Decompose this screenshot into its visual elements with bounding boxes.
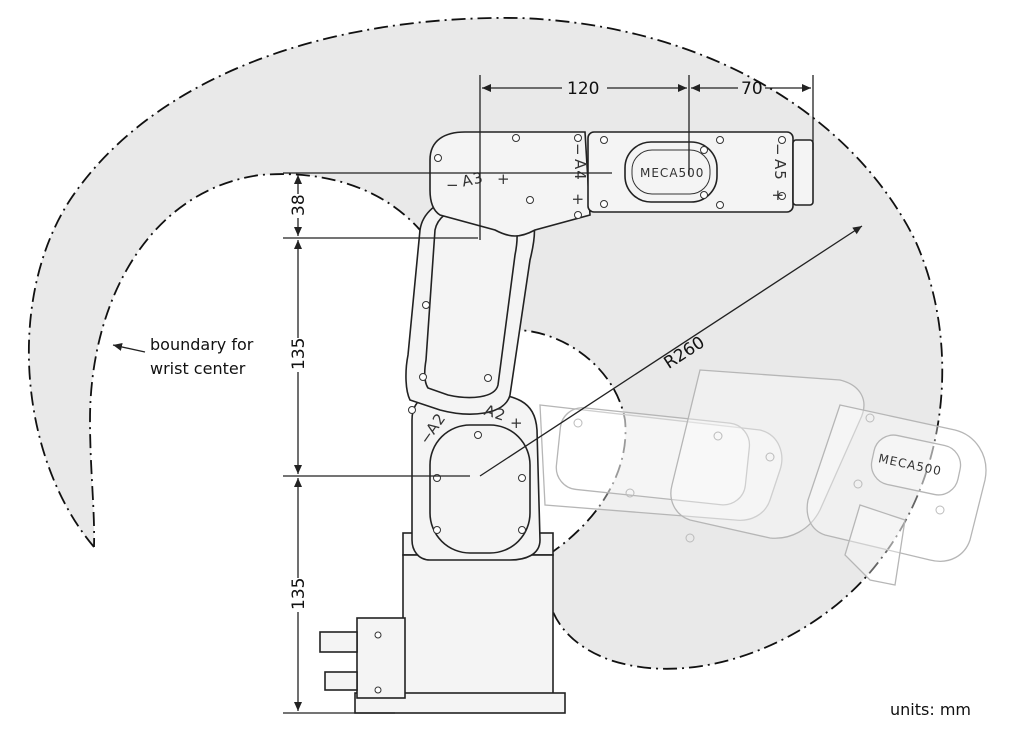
ghost-wrist	[844, 504, 906, 586]
logo-plate	[624, 141, 718, 203]
link-upper-arm	[405, 192, 536, 415]
wrist-flange	[792, 139, 814, 206]
boundary-leader	[112, 343, 146, 353]
envelope-outer-boundary	[28, 17, 944, 670]
connector-block	[356, 617, 406, 699]
a4-plus: +	[569, 193, 587, 207]
connector-plug-upper	[319, 631, 358, 653]
ghost-link-window	[555, 407, 751, 506]
a5-plus: +	[769, 189, 787, 203]
a5-label: A5	[771, 159, 789, 181]
ghost-robot-pose: MECA500	[539, 369, 987, 586]
dim-135-upper: 135	[289, 338, 309, 370]
ghost-forearm	[806, 404, 987, 562]
boundary-label-line1: boundary for	[150, 335, 254, 354]
dim-135-lower: 135	[289, 578, 309, 610]
a3-plus: +	[497, 170, 511, 188]
ghost-logo-plate	[870, 434, 962, 496]
dim-120: 120	[567, 79, 599, 99]
dim-70: 70	[741, 79, 763, 99]
base-body	[402, 554, 554, 696]
link-forearm: MECA500	[587, 131, 814, 213]
envelope-inner-boundary	[89, 173, 627, 556]
a4-label: A4	[571, 159, 589, 181]
base-foot	[354, 692, 566, 714]
link-a3-a4-housing	[429, 131, 591, 237]
a2-plus: +	[510, 414, 524, 432]
annotations: boundary for wrist center units: mm	[112, 335, 971, 719]
a2-window	[429, 424, 531, 554]
a3-minus: −	[446, 176, 460, 194]
a5-minus: −	[769, 143, 787, 157]
a4-minus: −	[569, 143, 587, 157]
a3-label: A3	[460, 168, 485, 190]
link-a2-housing	[408, 391, 541, 561]
connector-plug-lower	[324, 671, 358, 691]
units-label: units: mm	[890, 700, 971, 719]
radius-line	[479, 225, 863, 477]
a3-housing	[429, 131, 591, 237]
logo-text: MECA500	[640, 166, 704, 180]
a2-label-right: A2	[482, 401, 508, 425]
dim-38: 38	[289, 194, 309, 216]
axis-labels: − A2 A2 + − A3 + − A4 + − A5 +	[416, 143, 789, 448]
logo-plate-inner	[631, 149, 711, 195]
boundary-label-line2: wrist center	[150, 359, 246, 378]
